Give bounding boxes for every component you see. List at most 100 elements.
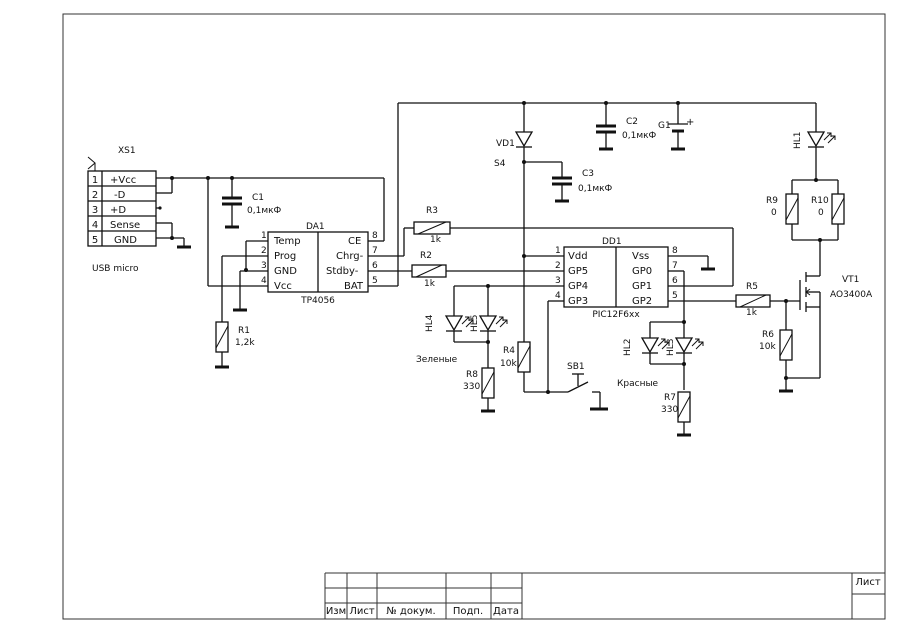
red-leds-caption: Красные [617,379,659,389]
title-col-doc: № докум. [386,606,435,617]
dd1-pin7-num: 7 [672,261,678,271]
r2-ref: R2 [420,251,432,261]
da1-pin1-num: 1 [261,231,267,241]
resistor-r7: R7 330 [661,391,693,437]
da1-part: TP4056 [300,296,335,306]
hl2-ref: HL2 [623,338,633,356]
r3-value: 1k [430,235,442,245]
hl5-ref: HL5 [470,314,480,332]
led-hl3: HL3 Красные [617,322,704,390]
r10-ref: R10 [811,196,829,206]
dd1-pin5-num: 5 [672,291,678,301]
dd1-pin-gp0: GP0 [632,266,652,277]
chip-da1: DA1 TP4056 Temp Prog GND Vcc CE Chrg- St… [206,103,414,322]
c2-value: 0,1мкФ [622,131,657,141]
dd1-pin2-num: 2 [555,261,561,271]
r8-value: 330 [463,382,480,392]
r3-ref: R3 [426,206,438,216]
c2-ref: C2 [626,117,638,127]
hl1-ref: HL1 [793,131,803,149]
dd1-pin-gp1: GP1 [632,281,652,292]
led-hl2: HL2 [623,320,686,365]
g1-ref: G1 [658,121,671,131]
xs1-pin5-name: GND [114,235,137,246]
da1-pin-temp: Temp [273,236,301,247]
dd1-pin-vdd: Vdd [568,251,588,262]
r1-value: 1,2k [235,338,255,348]
dd1-pin-gp3: GP3 [568,296,588,307]
da1-pin3-num: 3 [261,261,267,271]
resistor-r6: R6 10k [759,301,820,393]
r5-value: 1k [746,308,758,318]
resistor-r1: R1 1,2k [213,321,255,369]
connector-symbol-icon [87,156,96,170]
r5-ref: R5 [746,282,758,292]
dd1-pin3-num: 3 [555,276,561,286]
da1-ref: DA1 [306,222,325,232]
transistor-vt1: VT1 AO3400A [799,240,873,378]
da1-pin7-num: 7 [372,246,378,256]
dd1-pin-gp4: GP4 [568,281,588,292]
capacitor-c1: C1 0,1мкФ [222,176,282,229]
capacitor-c2: C2 0,1мкФ [596,103,657,151]
resistor-r5: R5 1k [735,282,800,318]
c1-ref: C1 [252,193,264,203]
resistor-r3: R3 1k [413,206,734,287]
led-hl5: HL5 Зеленые [416,286,508,368]
da1-pin4-num: 4 [261,276,267,286]
r2-value: 1k [424,279,436,289]
resistor-r10: R10 0 [811,180,845,240]
title-col-list: Лист [349,606,375,617]
dd1-pin1-num: 1 [555,246,561,256]
dd1-pin-vss: Vss [632,251,649,262]
vd1-part: S4 [494,159,506,169]
xs1-pin1-num: 1 [92,175,98,186]
c3-ref: C3 [582,169,594,179]
title-block: Изм Лист № докум. Подп. Дата Лист [324,572,885,619]
da1-pin-prog: Prog [274,251,296,262]
title-col-date: Дата [493,606,519,617]
led-hl1: HL1 [793,103,836,180]
resistor-r8: R8 330 [463,367,497,413]
connector-xs1: XS1 1 2 3 4 5 +Vcc -D +D Sense GND USB m… [87,146,384,274]
r8-ref: R8 [466,370,478,380]
drawing-frame [62,13,886,620]
xs1-pin4-name: Sense [110,220,140,231]
da1-pin5-num: 5 [372,276,378,286]
r7-value: 330 [661,405,678,415]
xs1-pin2-num: 2 [92,190,98,201]
da1-pin-chrg: Chrg- [336,251,364,262]
da1-pin8-num: 8 [372,231,378,241]
xs1-pin4-num: 4 [92,220,98,231]
r9-value: 0 [771,208,777,218]
r7-ref: R7 [664,393,676,403]
vd1-ref: VD1 [496,139,515,149]
resistor-r4: R4 10k [500,341,531,373]
hl4-ref: HL4 [425,314,435,332]
r1-ref: R1 [238,326,250,336]
dd1-part: PIC12F6xx [592,310,640,320]
da1-pin-ce: CE [348,236,361,247]
sheet-label: Лист [855,577,881,588]
led-hl4: HL4 [425,284,490,343]
r9-ref: R9 [766,196,778,206]
dd1-pin6-num: 6 [672,276,678,286]
battery-plus-icon: + [686,117,694,128]
sb1-ref: SB1 [567,362,585,372]
da1-pin6-num: 6 [372,261,378,271]
xs1-pin5-num: 5 [92,235,98,246]
title-col-izm: Изм [326,606,346,617]
da1-pin2-num: 2 [261,246,267,256]
r4-ref: R4 [503,346,515,356]
r6-ref: R6 [762,330,774,340]
da1-pin-vcc: Vcc [274,281,292,292]
dd1-pin4-num: 4 [555,291,561,301]
dd1-pin-gp5: GP5 [568,266,588,277]
green-leds-caption: Зеленые [416,355,458,365]
dd1-pin-gp2: GP2 [632,296,652,307]
vt1-ref: VT1 [842,275,859,285]
xs1-pin1-name: +Vcc [110,175,136,186]
r10-value: 0 [818,208,824,218]
da1-pin-gnd: GND [274,266,297,277]
